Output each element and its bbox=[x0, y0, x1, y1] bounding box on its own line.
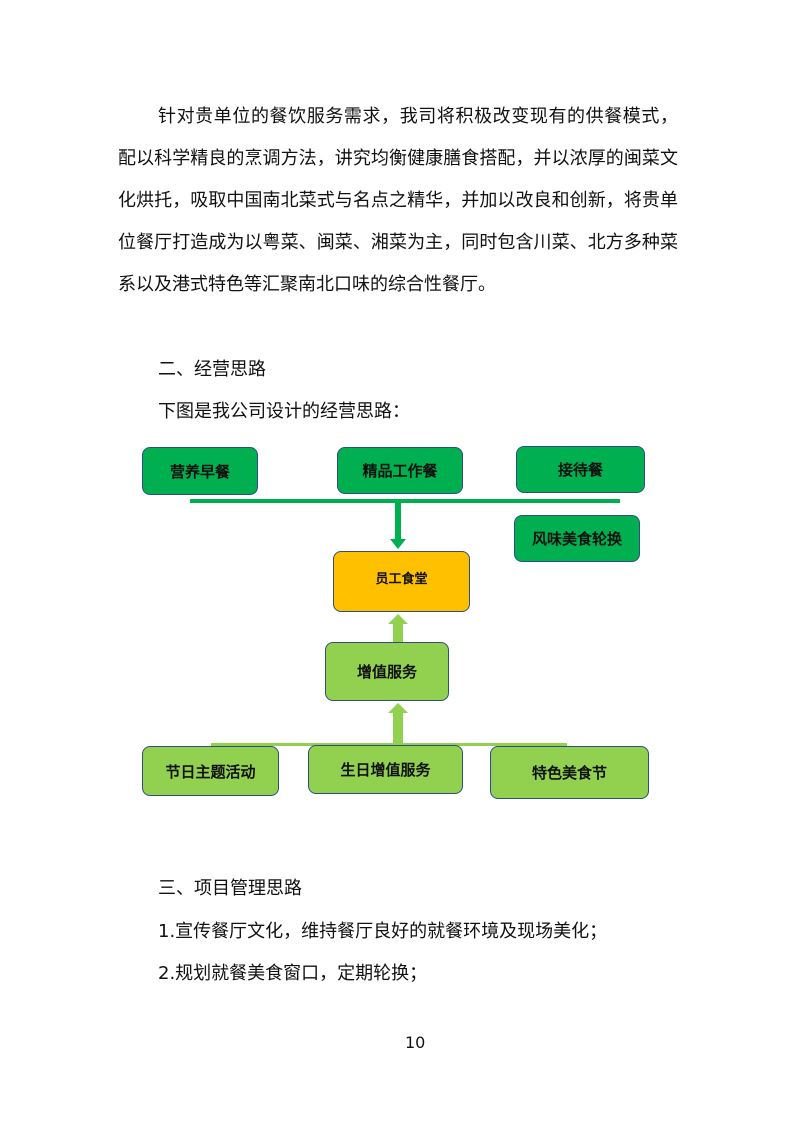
arrow-up-icon bbox=[388, 614, 408, 624]
box-staff-canteen: 员工食堂 bbox=[333, 551, 470, 612]
section-heading-2: 二、经营思路 bbox=[158, 359, 266, 380]
section-heading-3: 三、项目管理思路 bbox=[158, 878, 302, 899]
list-item: 2.规划就餐美食窗口，定期轮换； bbox=[158, 963, 428, 984]
arrow-down-icon bbox=[390, 539, 406, 549]
arrow-up-shaft bbox=[393, 713, 403, 744]
box-work-meal: 精品工作餐 bbox=[337, 447, 463, 494]
arrow-up-shaft bbox=[393, 624, 403, 643]
box-nutritious-breakfast: 营养早餐 bbox=[142, 447, 258, 495]
box-birthday-service: 生日增值服务 bbox=[308, 745, 463, 794]
intro-paragraph: 针对贵单位的餐饮服务需求，我司将积极改变现有的供餐模式，配以科学精良的烹调方法，… bbox=[118, 106, 678, 295]
page-number: 10 bbox=[405, 1033, 426, 1052]
arrow-up-icon bbox=[388, 703, 408, 713]
top-connector-line bbox=[190, 499, 620, 503]
box-reception-meal: 接待餐 bbox=[516, 446, 645, 493]
box-food-festival: 特色美食节 bbox=[490, 746, 649, 799]
box-holiday-events: 节日主题活动 bbox=[142, 746, 279, 796]
list-item: 1.宣传餐厅文化，维持餐厅良好的就餐环境及现场美化； bbox=[158, 921, 608, 942]
diagram-caption: 下图是我公司设计的经营思路： bbox=[158, 401, 410, 422]
bottom-connector-line bbox=[211, 743, 567, 746]
box-value-added-service: 增值服务 bbox=[325, 642, 449, 701]
box-flavor-rotation: 风味美食轮换 bbox=[514, 515, 640, 562]
arrow-down-shaft bbox=[395, 503, 401, 539]
